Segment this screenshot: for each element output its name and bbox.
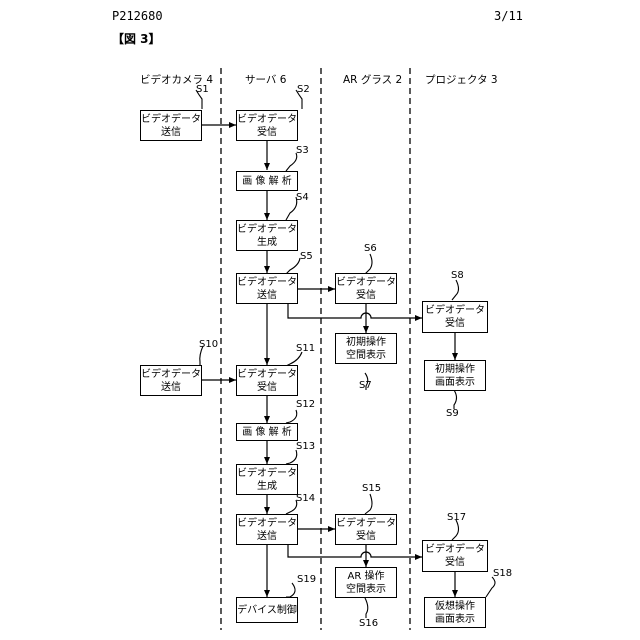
step-label-s18: S18 [493, 568, 512, 579]
step-s19-device-control-box: デバイス制御 [236, 597, 298, 623]
box-line: ビデオデータ [425, 304, 485, 317]
step-label-s7: S7 [359, 380, 372, 391]
step-label-s15: S15 [362, 483, 381, 494]
step-s5-video-send-box: ビデオデータ送信 [236, 273, 298, 304]
step-label-s2: S2 [297, 84, 310, 95]
step-label-s3: S3 [296, 145, 309, 156]
box-line: ビデオデータ [237, 467, 297, 480]
step-label-s1: S1 [196, 84, 209, 95]
step-label-s16: S16 [359, 618, 378, 629]
step-s2-video-receive-box: ビデオデータ受信 [236, 110, 298, 141]
box-line: AR 操作 [348, 570, 385, 583]
box-line: ビデオデータ [336, 276, 396, 289]
box-line: 受信 [257, 126, 277, 139]
step-s9-initial-screen-display-box: 初期操作画面表示 [424, 360, 486, 391]
step-s8-video-receive-box: ビデオデータ受信 [422, 301, 488, 333]
step-label-s4: S4 [296, 192, 309, 203]
step-label-s6: S6 [364, 243, 377, 254]
box-line: 空間表示 [346, 583, 386, 596]
box-line: 画面表示 [435, 376, 475, 389]
step-label-s8: S8 [451, 270, 464, 281]
step-label-s9: S9 [446, 408, 459, 419]
box-line: 送信 [257, 530, 277, 543]
box-line: 画 像 解 析 [242, 175, 292, 188]
box-line: ビデオデータ [237, 368, 297, 381]
step-s12-image-analysis-box: 画 像 解 析 [236, 423, 298, 441]
step-s10-video-send-box: ビデオデータ送信 [140, 365, 202, 396]
box-line: ビデオデータ [336, 517, 396, 530]
box-line: ビデオデータ [141, 113, 201, 126]
box-line: 受信 [356, 289, 376, 302]
box-line: ビデオデータ [237, 276, 297, 289]
box-line: 生成 [257, 480, 277, 493]
box-line: 仮想操作 [435, 600, 475, 613]
box-line: 初期操作 [346, 336, 386, 349]
step-s16-ar-space-display-box: AR 操作空間表示 [335, 567, 397, 598]
step-s13-video-generate-box: ビデオデータ生成 [236, 464, 298, 495]
step-s6-video-receive-box: ビデオデータ受信 [335, 273, 397, 304]
step-label-s11: S11 [296, 343, 315, 354]
step-label-s19: S19 [297, 574, 316, 585]
step-label-s14: S14 [296, 493, 315, 504]
box-line: ビデオデータ [237, 517, 297, 530]
step-s3-image-analysis-box: 画 像 解 析 [236, 171, 298, 191]
step-s1-video-send-box: ビデオデータ送信 [140, 110, 202, 141]
box-line: 初期操作 [435, 363, 475, 376]
step-label-s10: S10 [199, 339, 218, 350]
step-s4-video-generate-box: ビデオデータ生成 [236, 220, 298, 251]
box-line: 受信 [257, 381, 277, 394]
step-s14-video-send-box: ビデオデータ送信 [236, 514, 298, 545]
box-line: 受信 [445, 556, 465, 569]
box-line: ビデオデータ [141, 368, 201, 381]
step-label-s17: S17 [447, 512, 466, 523]
box-line: 受信 [356, 530, 376, 543]
box-line: 画 像 解 析 [242, 426, 292, 439]
step-s15-video-receive-box: ビデオデータ受信 [335, 514, 397, 545]
box-line: 空間表示 [346, 349, 386, 362]
step-label-s13: S13 [296, 441, 315, 452]
box-line: ビデオデータ [237, 223, 297, 236]
box-line: ビデオデータ [237, 113, 297, 126]
box-line: 生成 [257, 236, 277, 249]
box-line: 送信 [161, 381, 181, 394]
box-line: ビデオデータ [425, 543, 485, 556]
step-s7-initial-space-display-box: 初期操作空間表示 [335, 333, 397, 364]
box-line: デバイス制御 [237, 604, 297, 617]
box-line: 送信 [257, 289, 277, 302]
step-s18-virtual-screen-display-box: 仮想操作画面表示 [424, 597, 486, 628]
step-s17-video-receive-box: ビデオデータ受信 [422, 540, 488, 572]
box-line: 受信 [445, 317, 465, 330]
step-label-s5: S5 [300, 251, 313, 262]
box-line: 送信 [161, 126, 181, 139]
step-s11-video-receive-box: ビデオデータ受信 [236, 365, 298, 396]
box-line: 画面表示 [435, 613, 475, 626]
step-label-s12: S12 [296, 399, 315, 410]
